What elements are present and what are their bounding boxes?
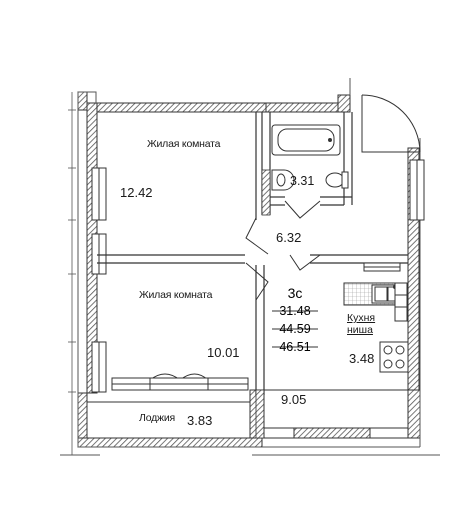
left-dimension-marks [68,92,76,455]
room-name-kitchen-niche: Кухня ниша [347,312,375,336]
outline-lines [60,78,440,456]
room-name-living-1: Жилая комната [147,138,221,150]
kitchen-label-line2: ниша [347,324,373,336]
stove [379,341,409,373]
room-area-bathroom: 3.31 [290,174,315,188]
bathtub [271,124,341,156]
apartment-type: 3с [287,285,303,301]
room-area-living-1: 12.42 [120,185,153,200]
bath-sink [271,169,295,191]
left-windows [91,167,107,393]
stats-box-lines [272,310,318,348]
total-area-with-loggia: 46.51 [279,340,311,354]
room-area-loggia: 3.83 [187,413,213,428]
counter [394,282,408,322]
toilet [325,171,349,189]
room-name-living-2: Жилая комната [139,289,213,301]
right-window [409,159,425,221]
entrance-door [361,94,421,153]
interior-hatched [255,169,271,439]
room-area-kitchen-niche: 3.48 [349,351,375,366]
room-area-hallway: 6.32 [276,230,302,245]
total-area: 44.59 [279,322,311,336]
kitchen-label-line1: Кухня [347,312,376,324]
loggia-door [111,377,249,391]
room-name-loggia: Лоджия [139,412,176,424]
room-area-living-2: 10.01 [207,345,240,360]
living-area: 31.48 [279,304,311,318]
loggia-frame [86,401,251,439]
bottom-right-frame [263,389,409,429]
room-area-corridor: 9.05 [281,392,307,407]
apartment-stats: 3с 31.48 44.59 46.51 [274,284,316,356]
kitchen-radiator [363,262,401,272]
